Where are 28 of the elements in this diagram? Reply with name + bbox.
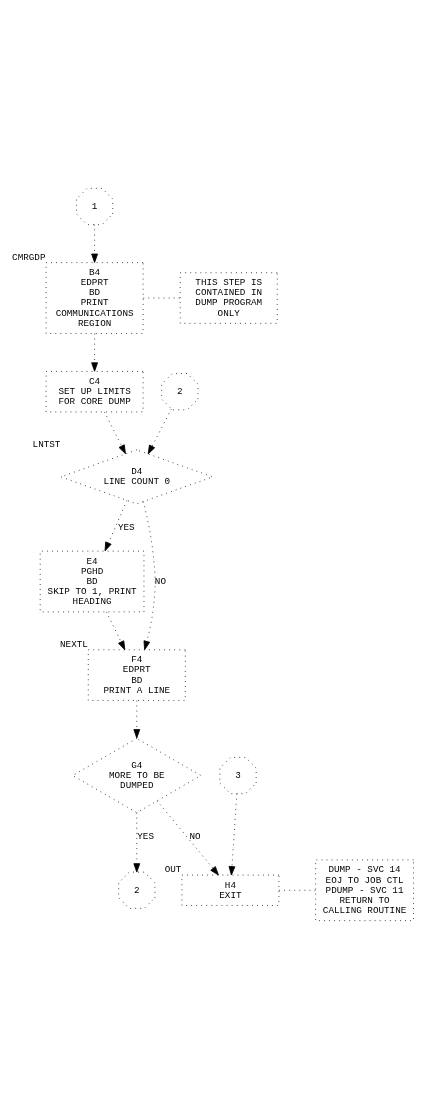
arrow bbox=[106, 611, 126, 651]
edge-label: YES bbox=[117, 521, 135, 533]
node-diamond: G4 MORE TO BE DUMPED bbox=[72, 738, 202, 814]
arrow bbox=[133, 812, 141, 873]
arrow bbox=[104, 500, 128, 552]
node-box: THIS STEP IS CONTAINED IN DUMP PROGRAM ONLY bbox=[179, 272, 278, 324]
edge-label: NO bbox=[154, 575, 166, 587]
arrow bbox=[156, 800, 219, 876]
node-label: NEXTL bbox=[60, 639, 88, 651]
arrow bbox=[133, 700, 141, 739]
node-box: F4 EDPRT BD PRINT A LINE bbox=[87, 649, 186, 701]
arrow bbox=[228, 793, 238, 876]
arrow bbox=[91, 224, 98, 263]
node-box: DUMP - SVC 14 EOJ TO JOB CTL PDUMP - SVC 11 RETURN TO CALLING ROUTINE bbox=[315, 859, 414, 922]
node-label: CMRGDP bbox=[12, 251, 46, 263]
node-box: H4 EXIT bbox=[181, 874, 280, 906]
arrow bbox=[147, 408, 172, 455]
node-box: C4 SET UP LIMITS FOR CORE DUMP bbox=[45, 371, 144, 413]
node-box: B4 EDPRT BD PRINT COMMUNICATIONS REGION bbox=[45, 262, 144, 334]
node-label: OUT bbox=[164, 864, 182, 876]
arrow bbox=[91, 333, 98, 372]
edge-label: NO bbox=[189, 830, 201, 842]
edge-label: YES bbox=[137, 830, 154, 842]
node-box: E4 PGHD BD SKIP TO 1, PRINT HEADING bbox=[39, 550, 145, 613]
node-diamond: D4 LINE COUNT 0 bbox=[60, 449, 214, 505]
node-label: LNTST bbox=[32, 439, 61, 451]
arrow bbox=[104, 411, 126, 455]
arrow bbox=[142, 501, 156, 651]
